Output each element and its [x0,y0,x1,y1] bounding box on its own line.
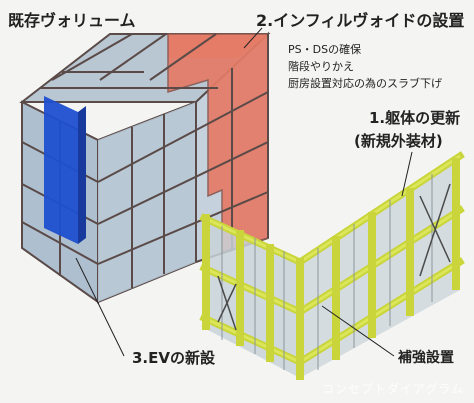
watermark-text: コンセプトダイアグラム [322,382,465,396]
infill-void-label: 2.インフィルヴォイドの設置 [256,11,465,30]
elevator-shaft-side [78,106,86,244]
leader-lines [75,27,413,357]
existing-front-glass [98,102,196,302]
renewal-sublabel: (新規外装材) [354,132,443,150]
elevator-shaft [44,96,78,244]
infill-note-stairs: 階段やりかえ [288,60,354,73]
new-structure [199,151,465,380]
existing-volume-label: 既存ヴォリューム [8,11,136,30]
infill-note-slab: 厨房設置対応の為のスラブ下げ [288,77,442,90]
new-glass-left [204,218,300,378]
bracing [217,183,451,331]
renewal-label: 1.躯体の更新 [369,109,461,127]
ev-label: 3.EVの新設 [132,349,215,367]
bracing-label: 補強設置 [398,350,454,366]
infill-note-ps-ds: PS・DSの確保 [288,43,362,56]
